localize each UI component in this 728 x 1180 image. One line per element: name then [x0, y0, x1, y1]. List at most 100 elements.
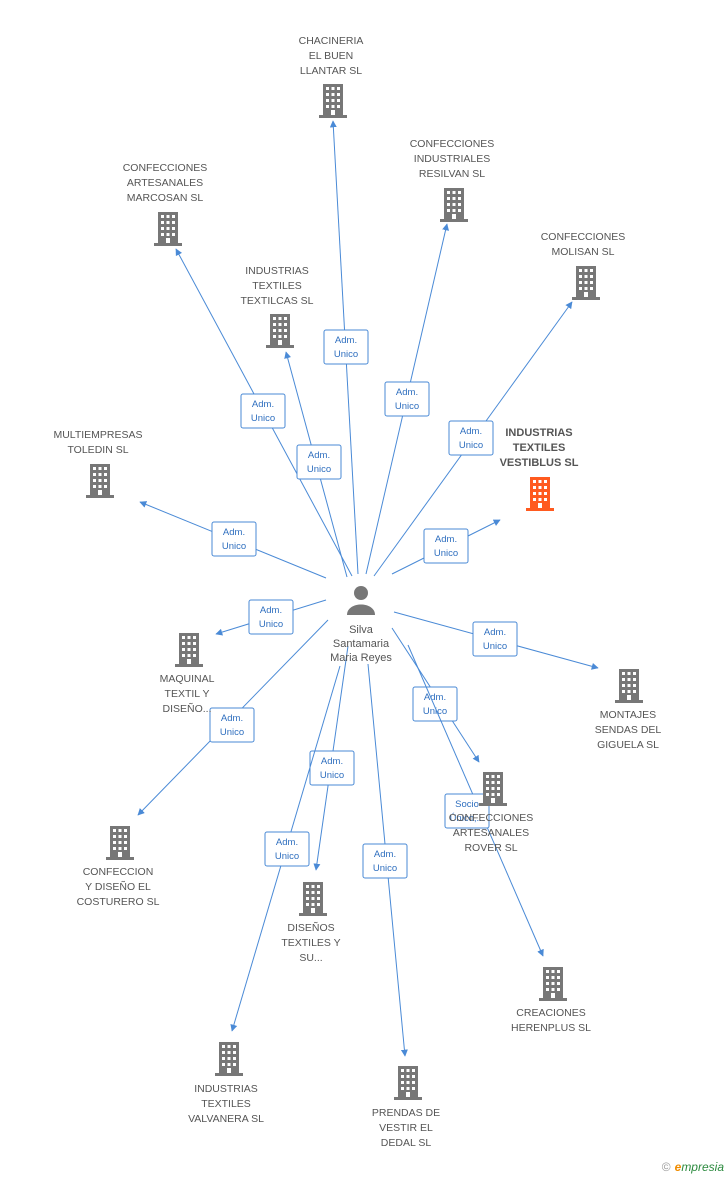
company-label: TEXTILES	[513, 442, 566, 454]
relation-text: Unico	[259, 619, 283, 630]
relation-label[interactable]: Adm.Unico	[264, 831, 310, 867]
company-label: VESTIBLUS SL	[500, 457, 579, 469]
company-label: GIGUELA SL	[597, 739, 659, 751]
building-icon	[266, 314, 294, 348]
relation-text: Socio	[455, 799, 479, 810]
relation-label[interactable]: Adm.Unico	[209, 707, 255, 743]
person-icon	[347, 586, 375, 615]
company-node-molisan[interactable]: CONFECCIONES MOLISAN SL	[541, 231, 626, 300]
relation-text: Unico	[307, 464, 331, 475]
relation-label[interactable]: Adm.Unico	[211, 521, 257, 557]
relation-text: Unico	[395, 401, 419, 412]
relation-box[interactable]	[296, 444, 342, 480]
company-label: TEXTIL Y	[165, 688, 210, 700]
company-label: CONFECCIONES	[123, 162, 208, 174]
company-label: INDUSTRIAS	[245, 265, 309, 277]
company-node-toledin[interactable]: MULTIEMPRESAS TOLEDIN SL	[53, 429, 143, 498]
relation-text: Unico	[320, 770, 344, 781]
relation-label[interactable]: Adm.Unico	[412, 686, 458, 722]
company-node-vestiblus[interactable]: INDUSTRIAS TEXTILES VESTIBLUS SL	[500, 427, 579, 511]
relation-text: Unico	[222, 541, 246, 552]
relation-text: Unico	[334, 349, 358, 360]
relation-box[interactable]	[264, 831, 310, 867]
building-icon	[86, 464, 114, 498]
edge-maquinal: Adm. Unico	[215, 599, 327, 636]
relation-box[interactable]	[423, 528, 469, 564]
relation-label[interactable]: Adm.Unico	[309, 750, 355, 786]
company-label: CONFECCIONES	[449, 812, 534, 824]
relation-text: Adm.	[484, 627, 506, 638]
relation-box[interactable]	[362, 843, 408, 879]
brand-footer: ©empresia	[662, 1160, 724, 1174]
relation-text: Adm.	[460, 426, 482, 437]
brand-initial: e	[674, 1160, 682, 1174]
copyright-symbol: ©	[661, 1160, 671, 1174]
edge-chacineria: Adm.Unico	[323, 120, 369, 575]
relation-box[interactable]	[448, 420, 494, 456]
company-label: DISEÑOS	[287, 921, 334, 934]
company-label: MONTAJES	[600, 709, 656, 721]
relation-box[interactable]	[248, 599, 294, 635]
building-icon	[440, 188, 468, 222]
person-name: Silva	[349, 624, 374, 636]
relation-text: Unico	[434, 548, 458, 559]
company-label: DEDAL SL	[381, 1137, 432, 1149]
relation-label[interactable]: Adm.Unico	[240, 393, 286, 429]
company-label: TEXTILES	[252, 280, 302, 292]
company-label: Y DISEÑO EL	[85, 880, 151, 893]
company-label: INDUSTRIAS	[194, 1083, 258, 1095]
company-label: TOLEDIN SL	[67, 444, 128, 456]
relation-box[interactable]	[444, 793, 490, 829]
edge-molisan: Adm. Unico	[373, 301, 573, 577]
edge-valvanera: Adm.Unico	[230, 665, 341, 1032]
building-icon	[299, 882, 327, 916]
relation-label[interactable]: Adm.Unico	[296, 444, 342, 480]
company-label: MULTIEMPRESAS	[53, 429, 142, 441]
relation-box[interactable]	[472, 621, 518, 657]
building-icon	[539, 967, 567, 1001]
relation-label[interactable]: Adm.Unico	[384, 381, 430, 417]
relation-box[interactable]	[240, 393, 286, 429]
relation-label[interactable]: Adm. Unico	[248, 599, 294, 635]
building-icon	[106, 826, 134, 860]
relation-text: Unico	[483, 641, 507, 652]
relation-text: Unico	[423, 706, 447, 717]
relation-box[interactable]	[384, 381, 430, 417]
company-label: VESTIR EL	[379, 1122, 433, 1134]
company-label: CONFECCIONES	[541, 231, 626, 243]
company-label: EL BUEN	[309, 50, 354, 62]
relation-box[interactable]	[209, 707, 255, 743]
relation-label[interactable]: Adm. Unico	[472, 621, 518, 657]
relation-label[interactable]: Adm.Unico	[448, 420, 494, 456]
relation-box[interactable]	[412, 686, 458, 722]
company-label: MARCOSAN SL	[127, 192, 204, 204]
relation-label[interactable]: SocioÚnico,...	[444, 793, 490, 829]
relation-label[interactable]: Adm.Unico	[323, 329, 369, 365]
relation-label[interactable]: Adm.Unico	[362, 843, 408, 879]
relation-text: Adm.	[260, 605, 282, 616]
relation-box[interactable]	[323, 329, 369, 365]
relation-label[interactable]: Adm.Unico	[423, 528, 469, 564]
company-label: TEXTILES Y	[281, 937, 340, 949]
company-label: INDUSTRIAS	[505, 427, 572, 439]
edge-vestiblus: Adm.Unico	[391, 519, 501, 575]
relation-box[interactable]	[211, 521, 257, 557]
company-label: DISEÑO...	[162, 702, 211, 715]
company-label: COSTURERO SL	[77, 896, 160, 908]
building-icon	[394, 1066, 422, 1100]
relation-text: Unico	[275, 851, 299, 862]
company-label: MOLISAN SL	[551, 246, 614, 258]
